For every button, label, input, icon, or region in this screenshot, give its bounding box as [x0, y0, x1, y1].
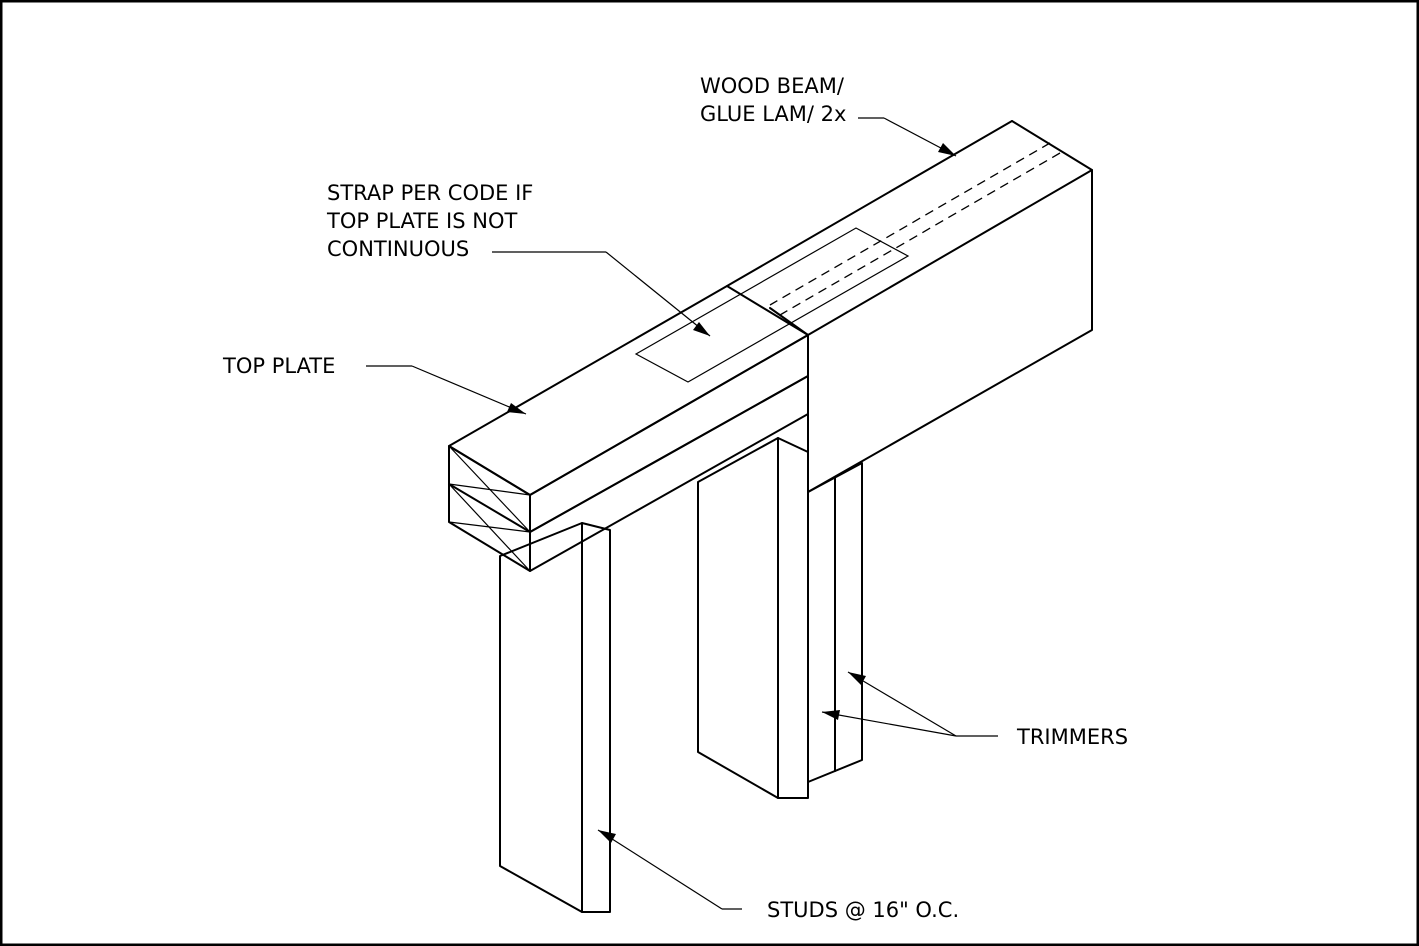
wood-beam-label-line1: WOOD BEAM/ [700, 74, 844, 98]
trimmers-label: TRIMMERS [1017, 725, 1129, 749]
strap-label-line2: TOP PLATE IS NOT [327, 209, 518, 233]
trimmers [807, 462, 863, 783]
leader-wood-beam [858, 117, 957, 157]
wood-beam-label-line2: GLUE LAM/ 2x [700, 102, 847, 126]
leader-strap [492, 251, 711, 337]
back-stud [697, 437, 809, 799]
strap-label-line1: STRAP PER CODE IF [327, 181, 534, 205]
strap-label: STRAP PER CODE IF TOP PLATE IS NOT CONTI… [327, 179, 533, 263]
wood-beam-label: WOOD BEAM/ GLUE LAM/ 2x [700, 72, 846, 128]
top-plate-label: TOP PLATE [223, 354, 336, 378]
leader-top-plate [366, 365, 527, 415]
studs-label: STUDS @ 16" O.C. [767, 898, 960, 922]
leader-studs [597, 829, 742, 910]
strap-label-line3: CONTINUOUS [327, 237, 470, 261]
top-plate [448, 285, 809, 572]
wood-beam [726, 120, 1093, 493]
front-stud [499, 522, 611, 913]
strap [634, 227, 910, 383]
leader-trimmers [821, 671, 998, 737]
